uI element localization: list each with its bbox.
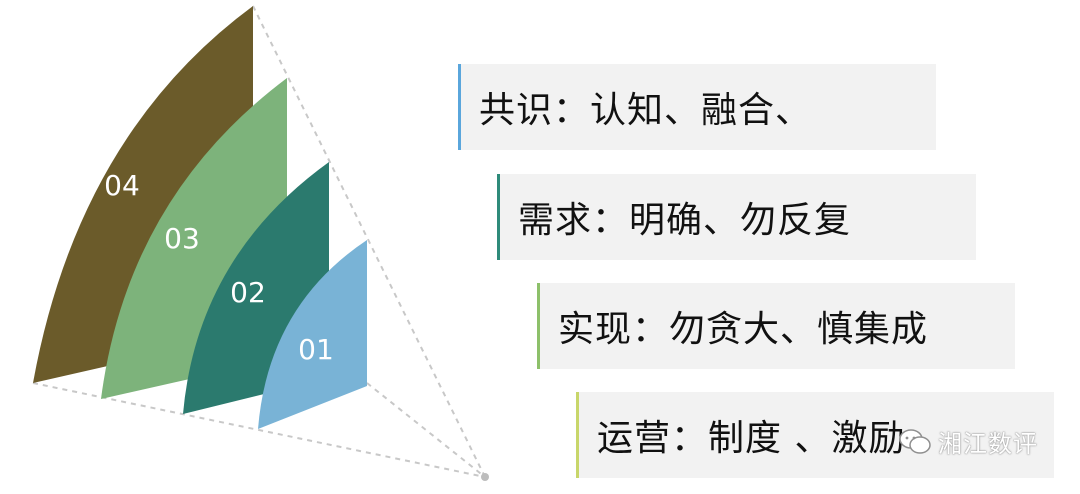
chat-bubble-icon — [899, 428, 931, 454]
guide-line-bottom — [32, 382, 486, 478]
item-text-operation: 运营：制度 、激励 — [597, 418, 906, 459]
segment-04-label: 04 — [104, 169, 140, 202]
guide-line-top — [252, 5, 486, 478]
item-bar-implementation: 实现：勿贪大、慎集成 — [537, 283, 1015, 369]
fan-diagram: 04 03 02 01 — [32, 5, 489, 481]
item-bar-consensus: 共识：认知、融合、 — [458, 64, 936, 150]
item-text-requirements: 需求：明确、勿反复 — [518, 200, 852, 241]
item-bar-operation: 运营：制度 、激励 — [576, 392, 1054, 478]
segment-02-label: 02 — [230, 276, 266, 309]
vertex-dot — [481, 473, 489, 481]
watermark: 湘江数评 — [898, 424, 1038, 459]
item-bar-requirements: 需求：明确、勿反复 — [497, 174, 976, 260]
watermark-text: 湘江数评 — [938, 430, 1038, 458]
item-text-implementation: 实现：勿贪大、慎集成 — [558, 309, 929, 350]
segment-01 — [258, 240, 367, 429]
item-text-consensus: 共识：认知、融合、 — [479, 90, 813, 131]
guide-line-inner — [366, 382, 486, 478]
segment-03-label: 03 — [164, 222, 200, 255]
segment-01-label: 01 — [298, 333, 334, 366]
